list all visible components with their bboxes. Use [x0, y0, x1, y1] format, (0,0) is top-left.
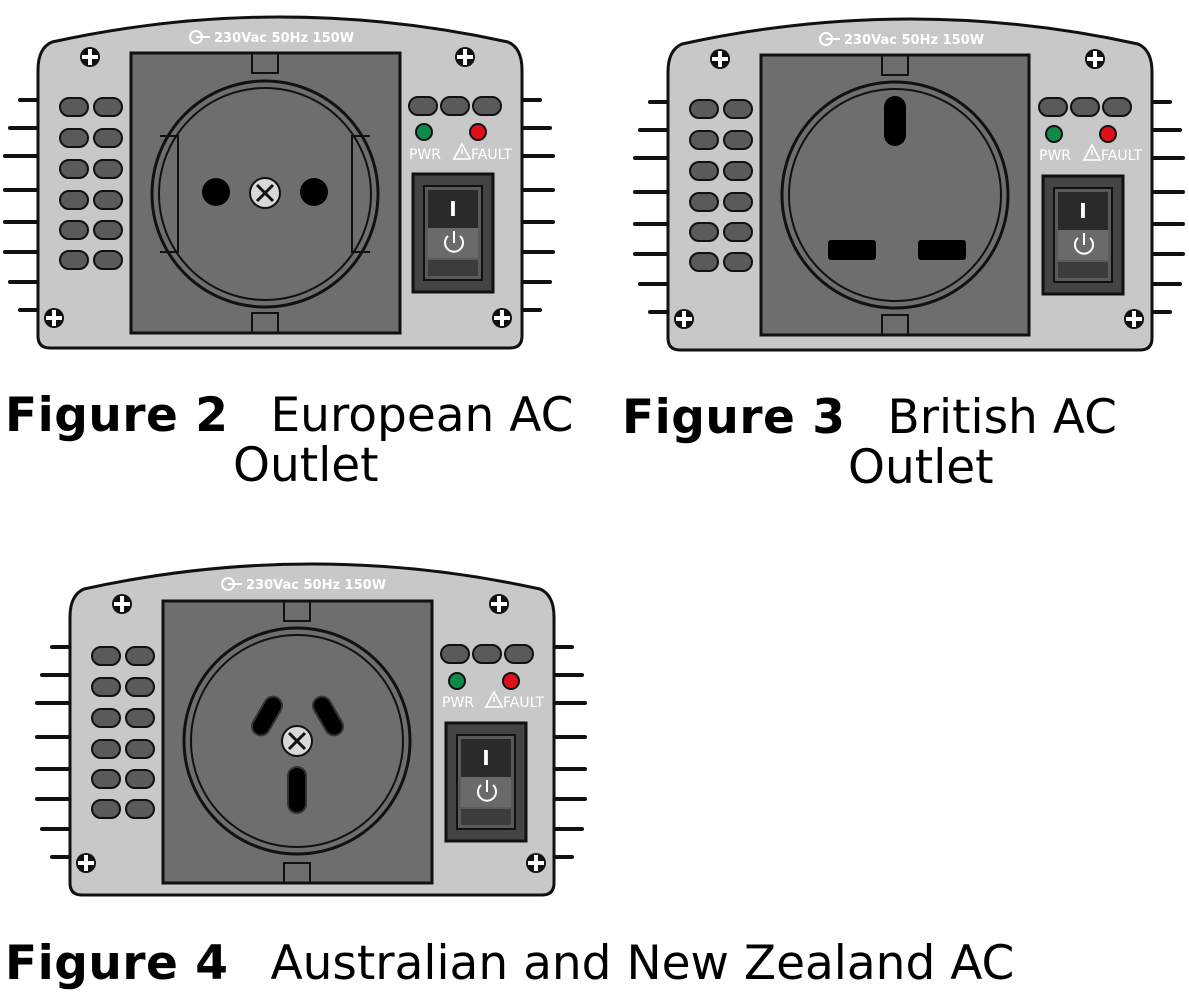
power-symbol-icon: [1074, 233, 1094, 255]
fault-led: [469, 123, 487, 141]
caption-figure-4: Figure 4 Australian and New Zealand AC: [5, 936, 1014, 991]
phillips-screw-icon: [112, 594, 132, 614]
power-symbol-icon: [444, 231, 464, 253]
figure-title: British AC: [887, 390, 1117, 445]
caption-figure-3: Figure 3 British AC Outlet: [622, 390, 1117, 495]
as3112-socket: [182, 626, 412, 856]
pwr-led: [448, 672, 466, 690]
phillips-screw-icon: [1124, 309, 1144, 329]
vent-slots: [689, 97, 1132, 272]
fault-led: [1099, 125, 1117, 143]
power-switch[interactable]: I: [444, 721, 528, 843]
fault-label: FAULT: [1101, 148, 1142, 164]
pwr-led: [415, 123, 433, 141]
heatsink-fins-left: [35, 645, 72, 859]
bs1363-socket: [780, 80, 1010, 310]
fault-label: FAULT: [503, 695, 544, 711]
phillips-screw-icon: [710, 49, 730, 69]
warning-triangle-icon: [1082, 143, 1102, 161]
svg-text:230Vac 50Hz 150W: 230Vac 50Hz 150W: [214, 31, 354, 46]
rating-label: 230Vac 50Hz 150W: [221, 577, 386, 593]
heatsink-fins-right: [550, 645, 587, 859]
figure-title: European AC: [270, 388, 574, 443]
power-symbol-icon: [477, 780, 497, 802]
phillips-screw-icon: [492, 308, 512, 328]
figure-number: Figure 3: [622, 390, 846, 445]
phillips-screw-icon: [526, 853, 546, 873]
warning-triangle-icon: [452, 142, 472, 160]
heatsink-fins-left: [3, 98, 40, 312]
figure-title-line2: Outlet: [233, 438, 379, 493]
svg-text:230Vac 50Hz 150W: 230Vac 50Hz 150W: [246, 578, 386, 593]
svg-text:I: I: [1079, 199, 1086, 223]
phillips-screw-icon: [674, 309, 694, 329]
power-switch[interactable]: I: [411, 172, 495, 294]
rating-label: 230Vac 50Hz 150W: [819, 32, 984, 48]
phillips-screw-icon: [455, 47, 475, 67]
heatsink-fins-right: [1148, 100, 1185, 314]
phillips-screw-icon: [80, 47, 100, 67]
vent-slots: [91, 644, 534, 819]
caption-figure-2: Figure 2 European AC Outlet: [5, 388, 574, 493]
inverter-british: 230Vac 50Hz 150W: [633, 17, 1185, 352]
schuko-socket: [150, 79, 380, 309]
pwr-label: PWR: [1039, 148, 1071, 164]
warning-triangle-icon: [484, 690, 504, 708]
pwr-label: PWR: [409, 147, 441, 163]
rating-label: 230Vac 50Hz 150W: [189, 30, 354, 46]
pwr-label: PWR: [442, 695, 474, 711]
heatsink-fins-right: [518, 98, 555, 312]
figure-title-line2: Outlet: [848, 440, 994, 495]
svg-text:I: I: [449, 197, 456, 221]
pwr-led: [1045, 125, 1063, 143]
phillips-screw-icon: [76, 853, 96, 873]
figure-title: Australian and New Zealand AC: [270, 936, 1015, 991]
vent-slots: [59, 96, 502, 270]
svg-text:230Vac 50Hz 150W: 230Vac 50Hz 150W: [844, 33, 984, 48]
figure-number: Figure 2: [5, 388, 229, 443]
phillips-screw-icon: [44, 308, 64, 328]
fault-led: [502, 672, 520, 690]
svg-text:I: I: [482, 746, 489, 770]
inverter-european: 230Vac 50Hz 150W: [3, 15, 555, 350]
heatsink-fins-left: [633, 100, 670, 314]
phillips-screw-icon: [1085, 49, 1105, 69]
fault-label: FAULT: [471, 147, 512, 163]
figure-number: Figure 4: [5, 936, 229, 991]
power-switch[interactable]: I: [1041, 174, 1125, 296]
inverter-australian: 230Vac 50Hz 150W: [35, 562, 587, 897]
phillips-screw-icon: [489, 594, 509, 614]
